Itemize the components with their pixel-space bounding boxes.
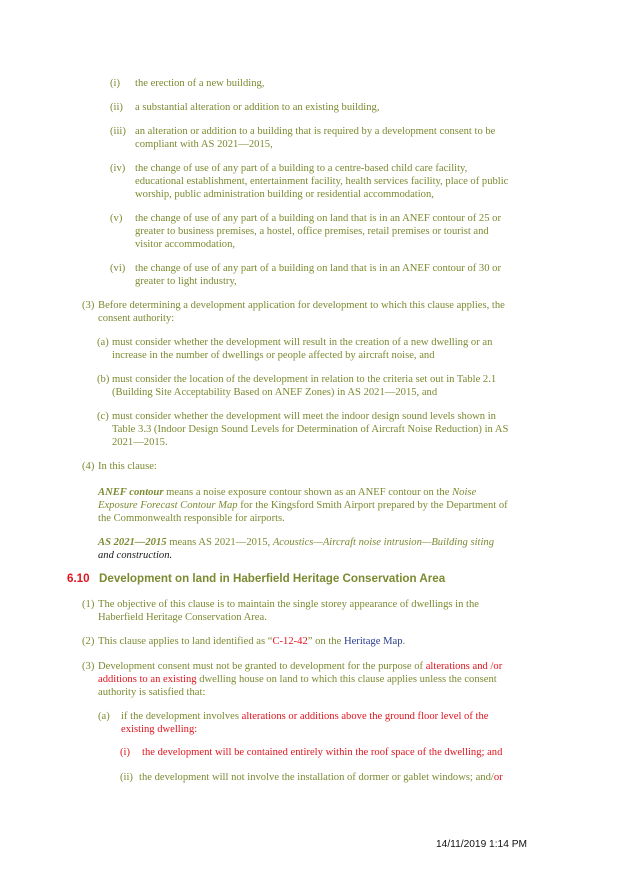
- clause-text: The objective of this clause is to maint…: [98, 599, 479, 610]
- subclause-3-item-i: (i) the development will be contained en…: [120, 746, 502, 759]
- clause-number: (4): [82, 461, 95, 472]
- item-text: must consider whether the development wi…: [112, 411, 496, 422]
- definition-as-2021: AS 2021—2015 means AS 2021—2015, Acousti…: [98, 536, 494, 562]
- item-number: (vi): [110, 263, 126, 274]
- item-text: compliant with AS 2021—2015,: [135, 139, 273, 150]
- item-text: Table 3.3 (Indoor Design Sound Levels fo…: [112, 424, 509, 435]
- item-text: an alteration or addition to a building …: [135, 126, 496, 137]
- clause-text: Before determining a development applica…: [98, 300, 505, 311]
- definition-text: means AS 2021—2015,: [166, 537, 273, 548]
- map-title: Exposure Forecast Contour Map: [98, 500, 238, 511]
- definition-text: the Commonwealth responsible for airport…: [98, 513, 285, 524]
- clause-text: dwelling house on land to which this cla…: [196, 674, 497, 685]
- clause-text: ” on the: [307, 636, 344, 647]
- clause-text: authority is satisfied that:: [98, 687, 206, 698]
- item-number: (a): [97, 337, 109, 348]
- clause-3: (3) Before determining a development app…: [82, 299, 505, 325]
- sub-item-ii: (ii) a substantial alteration or additio…: [110, 101, 380, 114]
- clause-3-item-c: (c) must consider whether the developmen…: [97, 410, 508, 449]
- clause-4: (4) In this clause:: [82, 460, 157, 473]
- item-text: increase in the number of dwellings or p…: [112, 350, 435, 361]
- subclause-1: (1) The objective of this clause is to m…: [82, 598, 479, 624]
- item-text: educational establishment, entertainment…: [135, 176, 509, 187]
- item-number: (i): [120, 747, 130, 758]
- item-number: (ii): [120, 772, 133, 783]
- definition-text: means a noise exposure contour shown as …: [163, 487, 453, 498]
- item-text: 2021—2015.: [112, 437, 168, 448]
- item-text: must consider the location of the develo…: [112, 374, 497, 385]
- item-text: if the development involves: [121, 711, 242, 722]
- item-number: (v): [110, 213, 123, 224]
- section-title: Development on land in Haberfield Herita…: [99, 572, 446, 585]
- clause-text: consent authority:: [98, 313, 175, 324]
- item-text: the change of use of any part of a build…: [135, 263, 501, 274]
- clause-number: (3): [82, 661, 95, 672]
- defined-term: ANEF contour: [98, 487, 164, 498]
- item-text: greater to business premises, a hostel, …: [135, 226, 489, 237]
- item-number: (iv): [110, 163, 126, 174]
- amended-text: existing dwelling:: [121, 724, 198, 735]
- footer-timestamp: 14/11/2019 1:14 PM: [436, 839, 528, 850]
- clause-text: Haberfield Heritage Conservation Area.: [98, 612, 267, 623]
- item-number: (i): [110, 78, 120, 89]
- item-text: visitor accommodation,: [135, 239, 236, 250]
- clause-number: (1): [82, 599, 95, 610]
- item-text: the erection of a new building,: [135, 78, 265, 89]
- clause-text: Development consent must not be granted …: [98, 661, 426, 672]
- clause-3-item-b: (b) must consider the location of the de…: [97, 373, 496, 399]
- amended-text: alterations or additions above the groun…: [241, 711, 489, 722]
- clause-text: .: [402, 636, 406, 647]
- clause-number: (2): [82, 636, 95, 647]
- item-number: (c): [97, 411, 109, 422]
- item-text: the change of use of any part of a build…: [135, 213, 501, 224]
- item-text: (Building Site Acceptability Based on AN…: [112, 387, 438, 398]
- subclause-2: (2) This clause applies to land identifi…: [82, 635, 405, 648]
- defined-term: AS 2021—2015: [98, 537, 167, 548]
- item-number: (iii): [110, 126, 126, 137]
- clause-number: (3): [82, 300, 95, 311]
- item-number: (b): [97, 374, 110, 385]
- sub-item-v: (v) the change of use of any part of a b…: [110, 212, 501, 251]
- item-number: (a): [98, 711, 110, 722]
- item-text: the development will not involve the ins…: [139, 772, 494, 783]
- subclause-3: (3) Development consent must not be gran…: [82, 660, 502, 699]
- section-number: 6.10: [67, 572, 90, 585]
- item-text: the change of use of any part of a build…: [135, 163, 468, 174]
- section-heading: 6.10 Development on land in Haberfield H…: [67, 572, 445, 585]
- amended-text: alterations and /or: [425, 661, 503, 672]
- sub-item-iv: (iv) the change of use of any part of a …: [110, 162, 508, 201]
- definition-text: for the Kingsford Smith Airport prepared…: [237, 500, 508, 511]
- subclause-3-item-ii: (ii) the development will not involve th…: [120, 771, 503, 784]
- sub-item-i: (i) the erection of a new building,: [110, 77, 264, 90]
- sub-item-vi: (vi) the change of use of any part of a …: [110, 262, 501, 288]
- standard-title: Acoustics—Aircraft noise intrusion—Build…: [272, 537, 495, 548]
- land-code: C-12-42: [272, 636, 308, 647]
- item-text: a substantial alteration or addition to …: [135, 102, 380, 113]
- item-text: worship, public administration building …: [135, 189, 434, 200]
- clause-3-item-a: (a) must consider whether the developmen…: [97, 336, 492, 362]
- subclause-3-item-a: (a) if the development involves alterati…: [98, 710, 488, 736]
- item-number: (ii): [110, 102, 123, 113]
- standard-title: and construction.: [98, 550, 173, 561]
- map-title: Noise: [452, 487, 477, 498]
- sub-item-iii: (iii) an alteration or addition to a bui…: [110, 125, 495, 151]
- definition-anef-contour: ANEF contour means a noise exposure cont…: [98, 486, 508, 525]
- item-text: greater to light industry,: [135, 276, 237, 287]
- item-text: must consider whether the development wi…: [112, 337, 493, 348]
- clause-text: In this clause:: [98, 461, 157, 472]
- amended-text: additions to an existing: [98, 674, 197, 685]
- clause-text: This clause applies to land identified a…: [98, 636, 273, 647]
- amended-text: or: [493, 772, 503, 783]
- amended-text: the development will be contained entire…: [142, 747, 503, 758]
- heritage-map-link[interactable]: Heritage Map: [343, 636, 403, 647]
